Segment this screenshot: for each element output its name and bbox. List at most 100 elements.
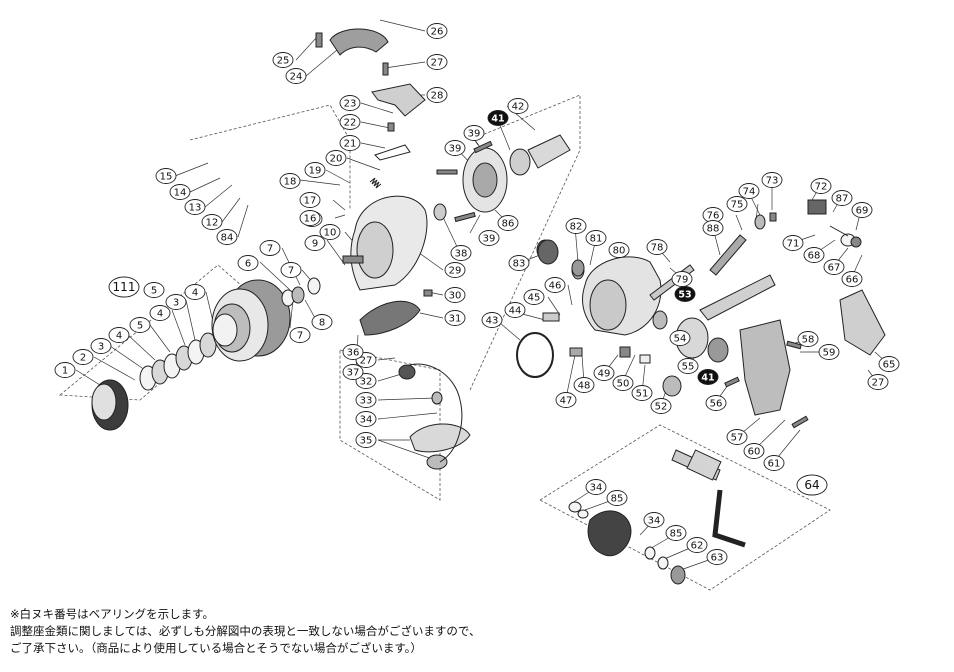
part-callout-4: 4 (184, 284, 206, 300)
part-callout-12: 12 (201, 214, 223, 230)
side-plate-part (699, 274, 776, 321)
gear-washer-part (307, 277, 321, 295)
part-callout-69: 69 (851, 202, 873, 218)
callout-number: 80 (613, 246, 626, 257)
callout-oval (608, 242, 630, 258)
callout-oval (841, 271, 863, 287)
callout-number: 61 (768, 459, 781, 470)
part-callout-30: 30 (444, 287, 466, 303)
callout-oval (355, 411, 377, 427)
part-drawings (91, 28, 886, 585)
callout-oval (155, 168, 177, 184)
part-callout-84: 84 (216, 229, 238, 245)
callout-oval (450, 245, 472, 261)
callout-oval (677, 358, 699, 374)
callout-oval (108, 327, 130, 343)
callout-number: 34 (360, 415, 373, 426)
callout-oval (674, 286, 696, 302)
callout-oval (606, 490, 628, 506)
callout-number: 48 (578, 381, 591, 392)
part-callout-2: 2 (72, 349, 94, 365)
callout-number: 78 (651, 243, 664, 254)
callout-oval (686, 537, 708, 553)
callout-oval (444, 287, 466, 303)
part-callout-83: 83 (508, 255, 530, 271)
callout-oval (705, 395, 727, 411)
callout-oval (289, 327, 311, 343)
callout-oval (299, 210, 321, 226)
callout-number: 27 (431, 58, 444, 69)
callout-number: 52 (655, 402, 668, 413)
callout-oval (478, 230, 500, 246)
callout-oval (669, 330, 691, 346)
callout-number: 30 (449, 291, 462, 302)
callout-oval (444, 262, 466, 278)
callout-number: 65 (883, 360, 896, 371)
callout-number: 62 (691, 541, 704, 552)
callout-number: 4 (116, 331, 122, 342)
callout-number: 39 (468, 129, 481, 140)
part-callout-42: 42 (507, 98, 529, 114)
pinion-bearing-part (433, 134, 571, 221)
callout-oval (585, 479, 607, 495)
part-callout-22: 22 (339, 114, 361, 130)
callout-number: 8 (319, 318, 325, 329)
callout-oval (342, 364, 364, 380)
part-callout-49: 49 (593, 365, 615, 381)
drag-washers-part (139, 332, 217, 391)
washer-note-line1: 調整座金類に関しましては、必ずしも分解図中の表現と一致しない場合がございますので… (10, 624, 481, 638)
callout-number: 13 (189, 203, 202, 214)
callout-number: 53 (678, 290, 691, 301)
callout-oval (763, 455, 785, 471)
part-callout-62: 62 (686, 537, 708, 553)
callout-oval (143, 282, 165, 298)
callout-number: 41 (491, 114, 504, 125)
callout-oval (631, 385, 653, 401)
callout-number: 7 (288, 266, 294, 277)
part-callout-60: 60 (743, 443, 765, 459)
callout-oval (426, 54, 448, 70)
callout-number: 50 (617, 379, 630, 390)
callout-oval (646, 239, 668, 255)
part-callout-80: 80 (608, 242, 630, 258)
part-callout-13: 13 (184, 199, 206, 215)
callout-oval (285, 68, 307, 84)
part-callout-85: 85 (665, 525, 687, 541)
callout-oval (339, 95, 361, 111)
part-callout-63: 63 (706, 549, 728, 565)
screws-part (315, 32, 809, 429)
callout-number: 73 (766, 176, 779, 187)
part-callout-59: 59 (818, 344, 840, 360)
callout-oval (355, 432, 377, 448)
callout-number: 4 (157, 309, 163, 320)
callout-number: 6 (245, 259, 251, 270)
part-callout-10: 10 (319, 224, 341, 240)
callout-number: 12 (206, 218, 219, 229)
callout-oval (184, 199, 206, 215)
assembly-callout-111: 111 (108, 276, 140, 298)
callout-oval (497, 215, 519, 231)
callout-number: 25 (277, 56, 290, 67)
part-callout-68: 68 (803, 247, 825, 263)
callout-number: 37 (347, 368, 360, 379)
washer-part (291, 286, 305, 304)
callout-oval (823, 259, 845, 275)
callout-oval (738, 183, 760, 199)
part-callout-74: 74 (738, 183, 760, 199)
callout-number: 79 (676, 275, 689, 286)
callout-number: 87 (836, 194, 849, 205)
part-callout-21: 21 (339, 135, 361, 151)
body-group-outline (469, 94, 581, 391)
callout-oval (702, 220, 724, 236)
part-callout-39: 39 (444, 140, 466, 156)
callout-number: 31 (449, 314, 462, 325)
handle-group-outline (539, 424, 831, 591)
footnotes: ※白ヌキ番号はベアリングを示します。 調整座金類に関しましては、必ずしも分解図中… (10, 606, 940, 657)
callout-number: 63 (711, 553, 724, 564)
part-callout-76: 76 (702, 207, 724, 223)
oscillation-gear-part (662, 375, 682, 397)
part-callout-5: 5 (129, 317, 151, 333)
callout-oval (555, 392, 577, 408)
part-callout-19: 19 (304, 162, 326, 178)
callout-number: 10 (324, 228, 337, 239)
